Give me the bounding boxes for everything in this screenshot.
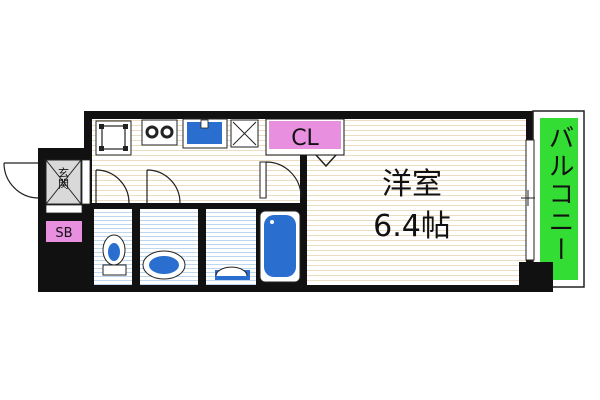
fridge-icon xyxy=(95,120,132,156)
balcony-window xyxy=(525,139,535,261)
shoe-box xyxy=(46,221,82,242)
wall-bath-tub xyxy=(256,209,260,285)
wall-washroom-toilet xyxy=(132,209,140,285)
stove-icon xyxy=(141,119,178,146)
toilet-icon xyxy=(102,234,127,276)
bathtub-icon xyxy=(259,210,301,283)
entrance-threshold xyxy=(81,159,91,205)
entrance-step xyxy=(45,204,83,214)
closet-label-bg xyxy=(269,121,341,149)
western-room-size: 6.4帖 xyxy=(373,209,451,244)
washer-icon xyxy=(230,119,259,148)
washbasin-icon xyxy=(142,250,186,280)
door-washroom xyxy=(95,169,130,204)
closet-door xyxy=(315,154,337,168)
interior-wall-kitchen xyxy=(300,155,307,285)
sink-icon xyxy=(182,118,228,149)
bath-drain-icon xyxy=(215,266,250,280)
balcony-label: バルコニー xyxy=(544,124,574,264)
column xyxy=(519,262,553,292)
door-room-frame xyxy=(259,161,267,199)
wall-kitchen-bottom xyxy=(92,203,300,209)
entrance-door xyxy=(3,162,39,199)
balcony-label-bg xyxy=(540,118,578,280)
shoe-box-label: SB xyxy=(55,226,72,241)
entrance-label: 玄関 xyxy=(57,166,70,189)
closet-label: CL xyxy=(291,126,319,151)
western-room-name: 洋室 xyxy=(382,167,442,202)
door-toilet xyxy=(146,169,181,204)
wall-toilet-bath xyxy=(198,209,206,285)
